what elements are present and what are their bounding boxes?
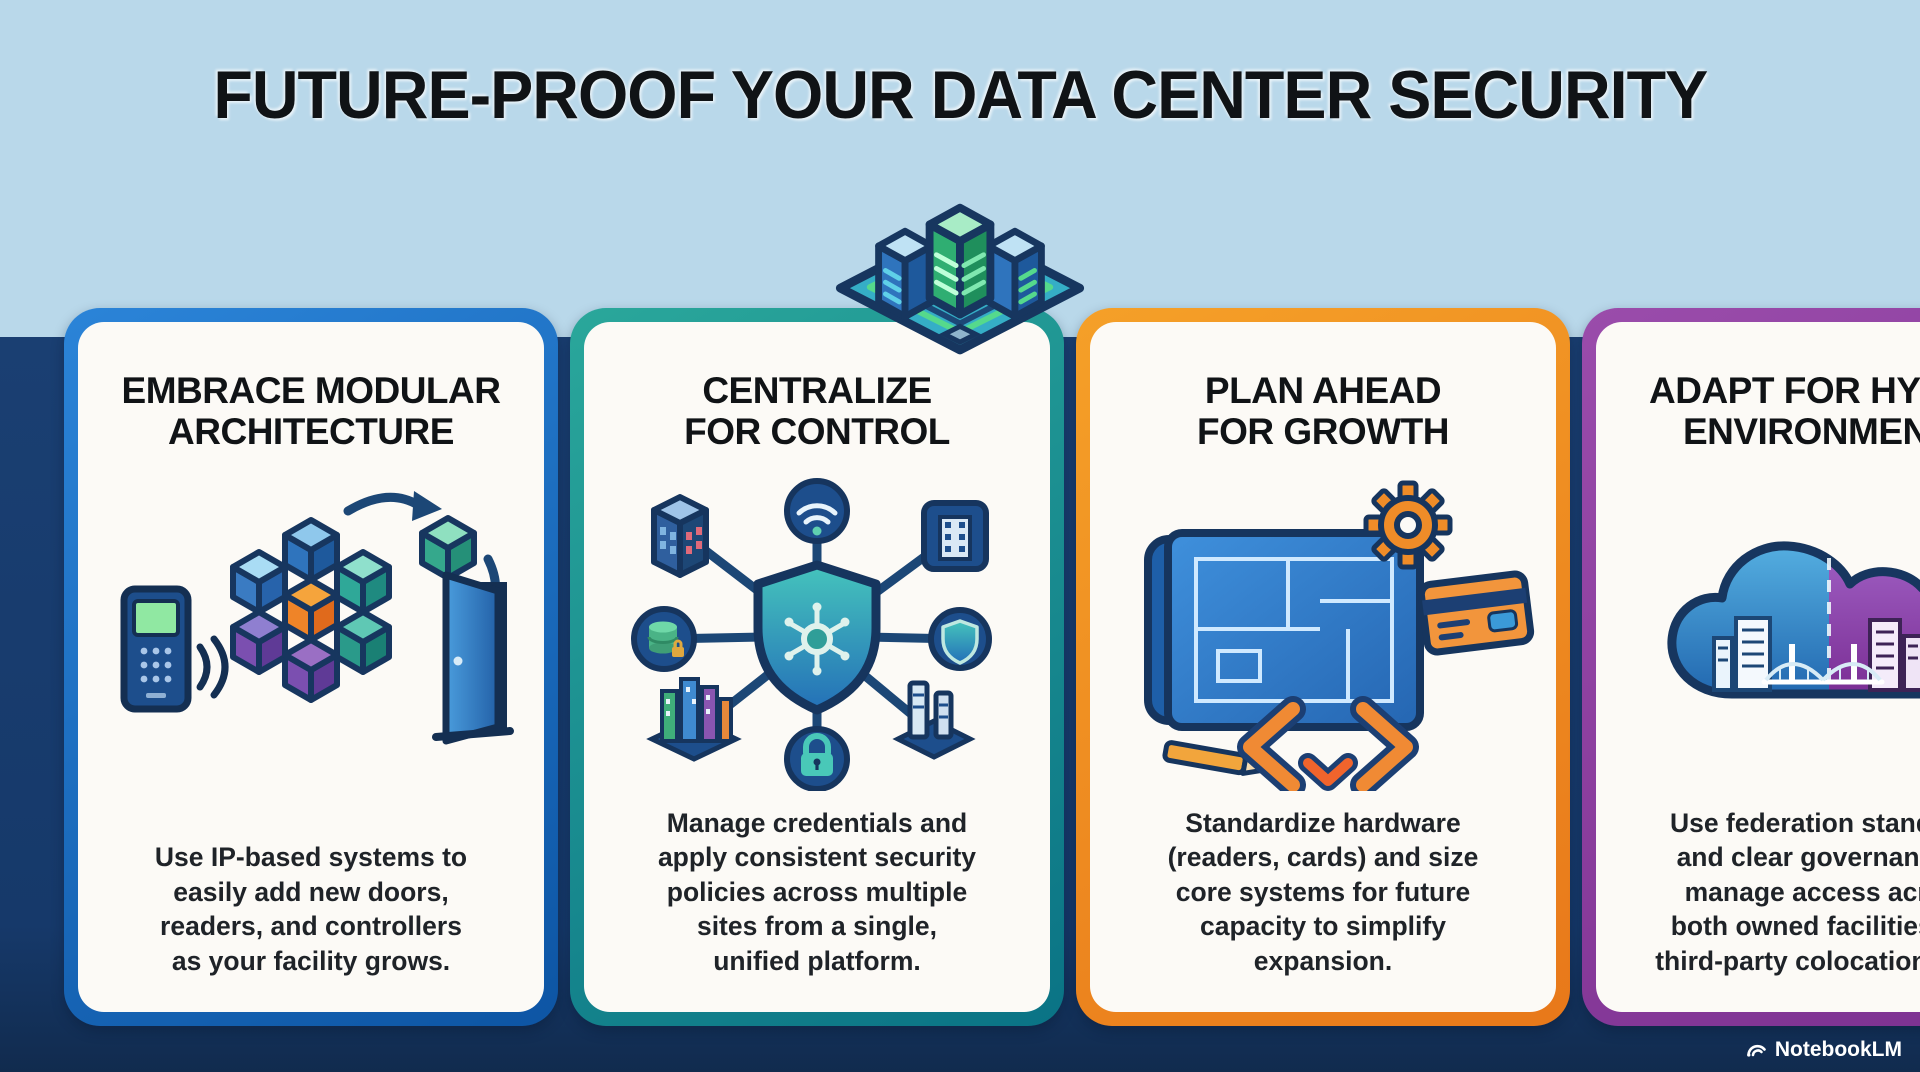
datacenter-isometric-icon	[833, 128, 1088, 365]
database-icon	[631, 605, 697, 672]
blueprint-icon	[1144, 528, 1424, 731]
card-centralize: CENTRALIZE FOR CONTROL	[570, 308, 1064, 1026]
building-icon	[921, 499, 989, 572]
padlock-icon	[784, 725, 850, 791]
buildings-icon	[646, 676, 742, 762]
cube-stack-icon	[233, 518, 474, 700]
shield-hub-icon	[753, 560, 881, 715]
cards-row: EMBRACE MODULAR ARCHITECTURE	[64, 308, 1920, 1026]
shield-icon	[928, 606, 992, 671]
card-title: EMBRACE MODULAR ARCHITECTURE	[121, 370, 501, 453]
hub-shield-icon	[602, 467, 1032, 791]
card-hybrid: ADAPT FOR HYBRID ENVIRONMENTS	[1582, 308, 1920, 1026]
credit-card-icon	[1417, 570, 1535, 656]
modular-cubes-icon	[96, 467, 526, 785]
watermark: NotebookLM	[1744, 1038, 1902, 1062]
card-modular: EMBRACE MODULAR ARCHITECTURE	[64, 308, 558, 1026]
building-icon	[1712, 615, 1772, 692]
watermark-label: NotebookLM	[1774, 1038, 1902, 1061]
wifi-icon	[784, 477, 850, 544]
blueprint-gear-icon	[1108, 467, 1538, 791]
keypad-reader-icon	[120, 585, 229, 713]
card-title: ADAPT FOR HYBRID ENVIRONMENTS	[1649, 370, 1920, 453]
card-plan: PLAN AHEAD FOR GROWTH	[1076, 308, 1570, 1026]
bridge-icon	[1761, 643, 1885, 685]
card-title: CENTRALIZE FOR CONTROL	[684, 370, 950, 453]
card-body: Use federation standards and clear gover…	[1655, 807, 1920, 976]
card-body: Manage credentials and apply consistent …	[657, 807, 977, 976]
hybrid-cloud-icon	[1614, 467, 1920, 785]
server-rack-icon	[892, 680, 976, 760]
expand-chevrons-icon	[1237, 695, 1419, 791]
building-icon	[1868, 617, 1920, 692]
door-icon	[432, 571, 514, 745]
card-body: Standardize hardware (readers, cards) an…	[1167, 807, 1479, 976]
building-icon	[651, 493, 709, 578]
card-title: PLAN AHEAD FOR GROWTH	[1197, 370, 1449, 453]
notebooklm-logo-icon	[1747, 1044, 1766, 1057]
page-title: FUTURE-PROOF YOUR DATA CENTER SECURITY	[213, 57, 1708, 133]
cloud-icon	[1672, 546, 1920, 694]
card-body: Use IP-based systems to easily add new d…	[154, 842, 468, 976]
gear-icon	[1363, 480, 1453, 570]
